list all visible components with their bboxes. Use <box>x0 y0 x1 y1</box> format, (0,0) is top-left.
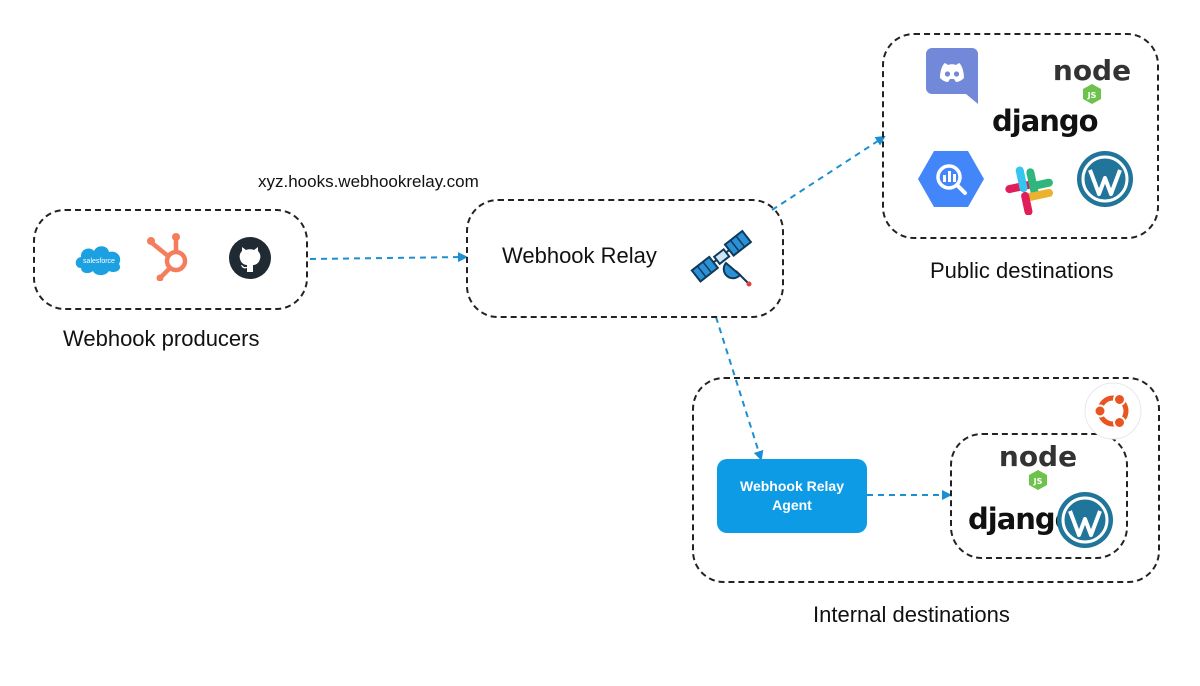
arrow-relay-to-public <box>771 135 886 211</box>
arrow-producers-to-relay <box>309 252 468 263</box>
public-destinations-label: Public destinations <box>930 258 1114 283</box>
discord-icon <box>926 48 978 104</box>
hubspot-icon <box>146 229 194 281</box>
producers-label: Webhook producers <box>63 326 260 351</box>
agent-label-line2: Agent <box>772 497 812 513</box>
salesforce-icon: salesforce <box>73 240 125 278</box>
nodejs-wordmark: node <box>1053 54 1131 87</box>
nodejs-icon: node JS <box>1048 54 1136 104</box>
wordpress-internal-icon <box>1056 491 1114 549</box>
relay-url-label: xyz.hooks.webhookrelay.com <box>258 172 479 191</box>
wordpress-icon <box>1076 150 1134 208</box>
webhook-relay-box <box>466 199 784 318</box>
internal-services-group <box>950 433 1128 559</box>
nodejs-internal-js-text: JS <box>1033 477 1043 486</box>
nodejs-internal-icon: node JS <box>994 440 1082 490</box>
bigquery-icon <box>918 150 984 208</box>
webhook-relay-agent-box: Webhook Relay Agent <box>717 459 867 533</box>
satellite-icon <box>686 223 758 291</box>
django-logo: django <box>992 104 1099 138</box>
arrow-relay-to-agent <box>715 316 764 461</box>
ubuntu-icon <box>1084 382 1142 440</box>
public-destinations-group <box>882 33 1159 239</box>
github-icon <box>228 236 272 280</box>
agent-label-line1: Webhook Relay <box>740 478 844 494</box>
nodejs-js-text: JS <box>1087 91 1097 100</box>
producers-group <box>33 209 308 310</box>
django-internal-logo: django <box>968 502 1075 536</box>
internal-destinations-label: Internal destinations <box>813 602 1010 627</box>
internal-destinations-group <box>692 377 1160 583</box>
nodejs-internal-wordmark: node <box>999 440 1077 473</box>
webhook-relay-label: Webhook Relay <box>502 243 657 268</box>
slack-icon <box>1002 165 1056 215</box>
salesforce-text: salesforce <box>83 258 115 265</box>
